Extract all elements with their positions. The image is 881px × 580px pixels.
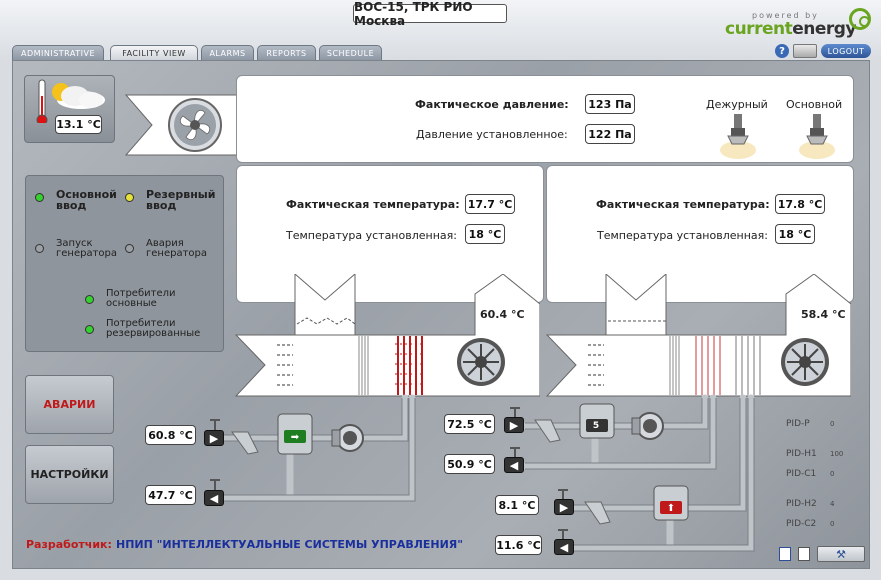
unit2-air-handler [546,274,851,397]
unit1-set-temp-label: Температура установленная: [286,229,457,242]
valve-right-icon[interactable]: ▶ [554,499,574,515]
pid-h2-value: 4 [830,500,835,508]
water-temp-4: 50.9 °C [444,454,495,474]
consumers-main-indicator [85,295,94,304]
water-temp-6: 11.6 °C [495,535,542,555]
main-input-indicator [35,193,44,202]
unit1-actual-temp: 17.7 °C [465,194,515,214]
tab-alarms[interactable]: ALARMS [201,45,254,60]
brand-logo-icon [849,8,871,30]
water-temp-3: 72.5 °C [444,414,495,434]
pid-c1-label: PID-C1 [786,469,817,479]
standby-lamp-label: Дежурный [706,98,768,111]
unit1-exhaust-temp: 60.4 °C [480,308,525,321]
outdoor-temperature: 13.1 °C [55,115,102,134]
valve-left-icon[interactable]: ◀ [504,457,524,473]
brand-current: current [725,19,793,39]
gen-start-indicator [35,244,44,253]
main-lamp-label: Основной [786,98,843,111]
set-pressure-label: Давление установленное: [416,128,568,141]
consumers-reserve-label: Потребители резервированные [106,318,201,339]
unit2-set-temp: 18 °C [775,224,815,244]
pid-h1-label: PID-H1 [786,449,817,459]
valve-right-icon[interactable]: ▶ [504,417,524,433]
notes-icon[interactable] [798,547,810,561]
brand-tagline: powered by [752,11,819,20]
alarms-button[interactable]: АВАРИИ [25,375,114,434]
thermometer-weather-icon [36,79,105,123]
valve-left-icon[interactable]: ◀ [204,490,224,506]
tab-facility-view[interactable]: FACILITY VIEW [110,45,198,60]
set-pressure-value: 122 Па [585,124,635,144]
valve-left-icon[interactable]: ◀ [554,539,574,555]
weather-widget: 13.1 °C [24,75,115,143]
piping-diagram: ➡ ⬆ [210,394,755,552]
water-temp-2: 47.7 °C [145,485,196,505]
gen-start-label: Запуск генератора [56,238,117,259]
gen-alarm-label: Авария генератора [146,238,207,259]
unit2-actual-temp: 17.8 °C [775,194,825,214]
unit2-actual-temp-label: Фактическая температура: [596,198,770,211]
pid-p-value: 0 [830,420,835,428]
actual-pressure-value: 123 Па [585,94,635,114]
pid-c2-value: 0 [830,520,835,528]
developer-label: Разработчик: [26,538,112,551]
tab-schedule[interactable]: SCHEDULE [319,45,382,60]
unit1-actual-temp-label: Фактическая температура: [286,198,460,211]
valve-position-value: 5 [592,421,600,431]
pressure-panel [236,75,854,163]
gen-alarm-indicator [125,244,134,253]
water-temp-1: 60.8 °C [145,425,196,445]
brand-logo-text: currentenergy [725,19,857,39]
water-temp-5: 8.1 °C [495,495,539,515]
document-icon[interactable] [779,547,791,561]
unit1-set-temp: 18 °C [465,224,505,244]
svg-text:⬆: ⬆ [667,503,675,514]
settings-button[interactable]: НАСТРОЙКИ [25,445,114,504]
brand-energy: energy [792,19,857,39]
valve-right-icon[interactable]: ▶ [204,430,224,446]
pid-c1-value: 0 [830,470,835,478]
power-status-panel [25,175,224,352]
developer-name: НПИП "ИНТЕЛЛЕКТУАЛЬНЫЕ СИСТЕМЫ УПРАВЛЕНИ… [116,538,464,551]
help-button[interactable]: ? [775,44,789,58]
window-title: ВОС-15, ТРК РИО Москва [353,0,507,28]
standby-lamp-icon [720,114,756,159]
reserve-input-indicator [125,193,134,202]
supply-fan-icon [168,98,222,152]
unit2-set-temp-label: Температура установленная: [597,229,768,242]
pid-p-label: PID-P [786,419,810,429]
print-icon[interactable] [793,44,817,58]
main-input-label: Основной ввод [56,188,117,212]
consumers-reserve-indicator [85,325,94,334]
unit2-exhaust-temp: 58.4 °C [801,308,846,321]
reserve-input-label: Резервный ввод [146,188,216,212]
pid-h2-label: PID-H2 [786,499,817,509]
consumers-main-label: Потребители основные [106,288,176,309]
svg-text:➡: ➡ [291,432,300,443]
pid-h1-value: 100 [830,450,844,458]
tab-reports[interactable]: REPORTS [257,45,316,60]
tab-administrative[interactable]: ADMINISTRATIVE [12,45,104,60]
main-lamp-icon [799,114,835,159]
unit1-air-handler [235,274,540,397]
actual-pressure-label: Фактическое давление: [415,98,569,111]
logout-button[interactable]: LOGOUT [821,44,871,58]
pid-c2-label: PID-C2 [786,519,817,529]
wrench-icon[interactable]: ⚒ [817,546,865,562]
